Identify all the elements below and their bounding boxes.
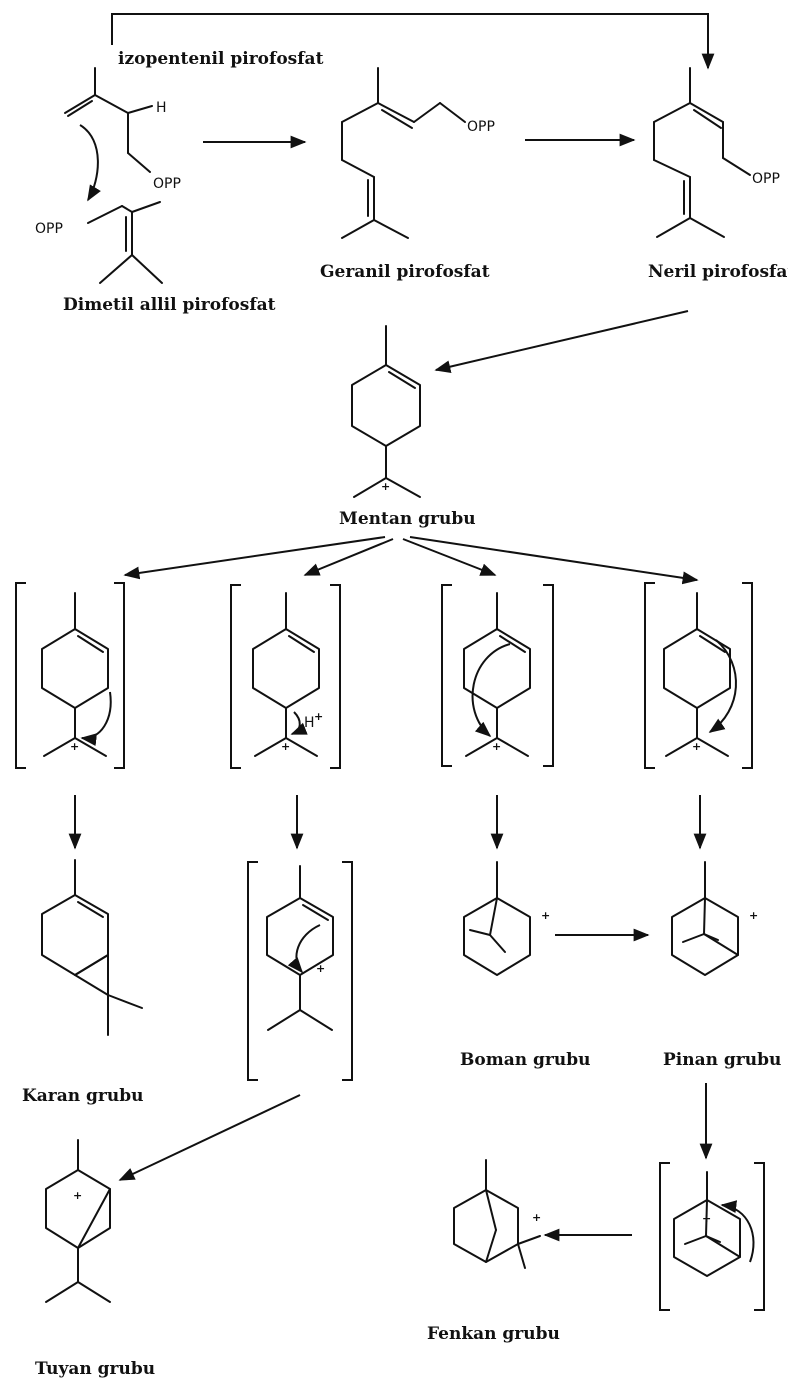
isopentenyl-pp-structure bbox=[64, 67, 153, 202]
karan-structure bbox=[41, 859, 143, 1036]
boman-plus: + bbox=[541, 909, 550, 922]
pinan-plus: + bbox=[749, 909, 758, 922]
tuyan-label: Tuyan grubu bbox=[35, 1359, 155, 1379]
dimethylallyl-pp-structure bbox=[87, 201, 163, 284]
pinan-structure bbox=[671, 861, 739, 976]
arrow-to-tuyan bbox=[118, 1094, 301, 1181]
boman-structure bbox=[463, 861, 531, 976]
int6-plus: + bbox=[702, 1212, 711, 1225]
tuyan-plus: + bbox=[73, 1189, 82, 1202]
int2-plus: + bbox=[281, 740, 290, 753]
int1-plus: + bbox=[70, 740, 79, 753]
neril-label: Neril pirofosfat bbox=[648, 262, 788, 282]
boman-label: Boman grubu bbox=[460, 1050, 590, 1070]
karan-label: Karan grubu bbox=[22, 1086, 144, 1106]
int3-plus: + bbox=[492, 740, 501, 753]
intermediate-2 bbox=[230, 584, 341, 769]
pinan-label: Pinan grubu bbox=[663, 1050, 781, 1070]
h-plus-sign: + bbox=[314, 710, 323, 723]
mentan-structure bbox=[351, 325, 421, 498]
opp-atom-neryl: OPP bbox=[752, 171, 780, 187]
arrow-to-mentan bbox=[434, 310, 689, 373]
intermediate-6 bbox=[659, 1162, 765, 1311]
branch-arrows bbox=[123, 536, 699, 585]
intermediate-5 bbox=[247, 861, 353, 1081]
geranyl-pp-structure bbox=[341, 67, 466, 239]
int4-plus: + bbox=[692, 740, 701, 753]
neryl-pp-structure bbox=[653, 67, 751, 238]
opp-atom-ipp: OPP bbox=[153, 176, 181, 192]
top-connector-arrow bbox=[111, 13, 715, 70]
h-atom: H bbox=[156, 100, 167, 116]
geranil-label: Geranil pirofosfat bbox=[320, 262, 490, 282]
mentan-label: Mentan grubu bbox=[339, 509, 476, 529]
fenkan-plus: + bbox=[532, 1211, 541, 1224]
fenkan-structure bbox=[453, 1159, 541, 1269]
izopentenil-label: izopentenil pirofosfat bbox=[118, 49, 324, 69]
fenkan-label: Fenkan grubu bbox=[427, 1324, 560, 1344]
mentan-cation-plus: + bbox=[381, 480, 390, 493]
down-arrows bbox=[68, 795, 707, 850]
intermediate-4 bbox=[644, 582, 753, 769]
intermediate-3 bbox=[441, 584, 554, 767]
int5-plus: + bbox=[316, 962, 325, 975]
tuyan-structure bbox=[45, 1139, 111, 1303]
dimetil-label: Dimetil allil pirofosfat bbox=[63, 295, 276, 315]
h-plus-atom: H bbox=[304, 715, 315, 731]
intermediate-1 bbox=[15, 582, 125, 769]
opp-atom-geranyl: OPP bbox=[467, 119, 495, 135]
opp-atom-dmapp: OPP bbox=[35, 221, 63, 237]
